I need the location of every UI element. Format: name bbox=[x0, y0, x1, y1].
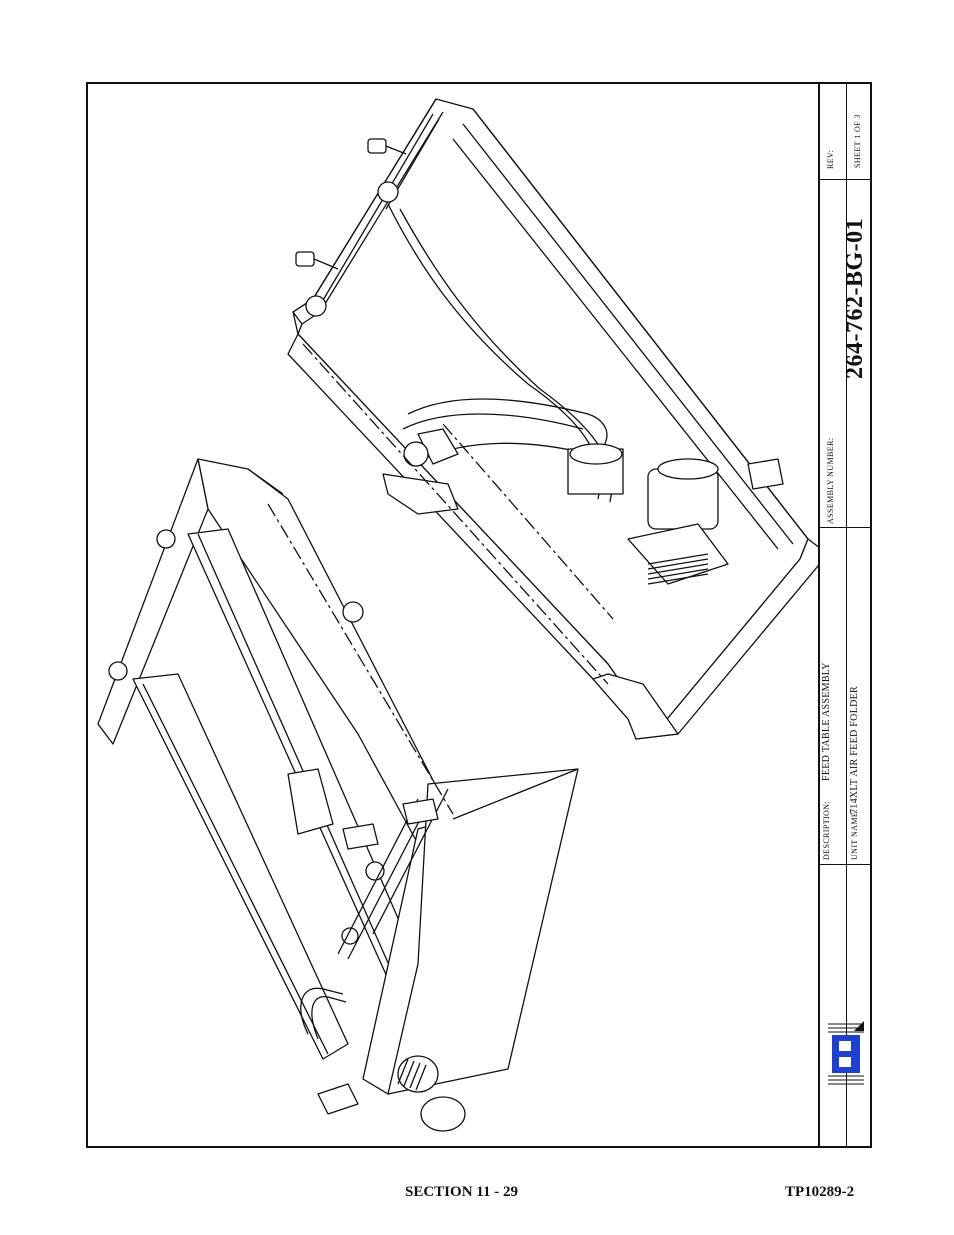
assembly-number-label: ASSEMBLY NUMBER: bbox=[826, 437, 835, 524]
rev-separator bbox=[820, 179, 872, 180]
lower-assembly-drawing bbox=[97, 458, 579, 1132]
title-block-divider bbox=[846, 84, 847, 1146]
sheet-label: SHEET 1 OF 3 bbox=[853, 114, 862, 168]
unit-name-value: 714XLT AIR FEED FOLDER bbox=[849, 685, 860, 814]
assembly-drawing bbox=[88, 84, 818, 1146]
assembly-illustration bbox=[97, 98, 818, 1132]
description-separator bbox=[820, 864, 872, 865]
section-number: SECTION 11 - 29 bbox=[405, 1184, 518, 1200]
assembly-number: 264-762-BG-01 bbox=[842, 217, 868, 379]
assembly-separator bbox=[820, 527, 872, 528]
description-value: FEED TABLE ASSEMBLY bbox=[821, 662, 832, 781]
company-logo-icon bbox=[828, 1021, 864, 1085]
unit-name-label: UNIT NAME: bbox=[850, 809, 859, 860]
description-label: DESCRIPTION: bbox=[822, 800, 831, 860]
drawing-sheet: REV: SHEET 1 OF 3 ASSEMBLY NUMBER: 264-7… bbox=[86, 82, 872, 1148]
upper-assembly-drawing bbox=[287, 98, 818, 740]
rev-label: REV: bbox=[826, 149, 835, 169]
title-block: REV: SHEET 1 OF 3 ASSEMBLY NUMBER: 264-7… bbox=[818, 84, 872, 1146]
document-number: TP10289-2 bbox=[785, 1184, 855, 1200]
